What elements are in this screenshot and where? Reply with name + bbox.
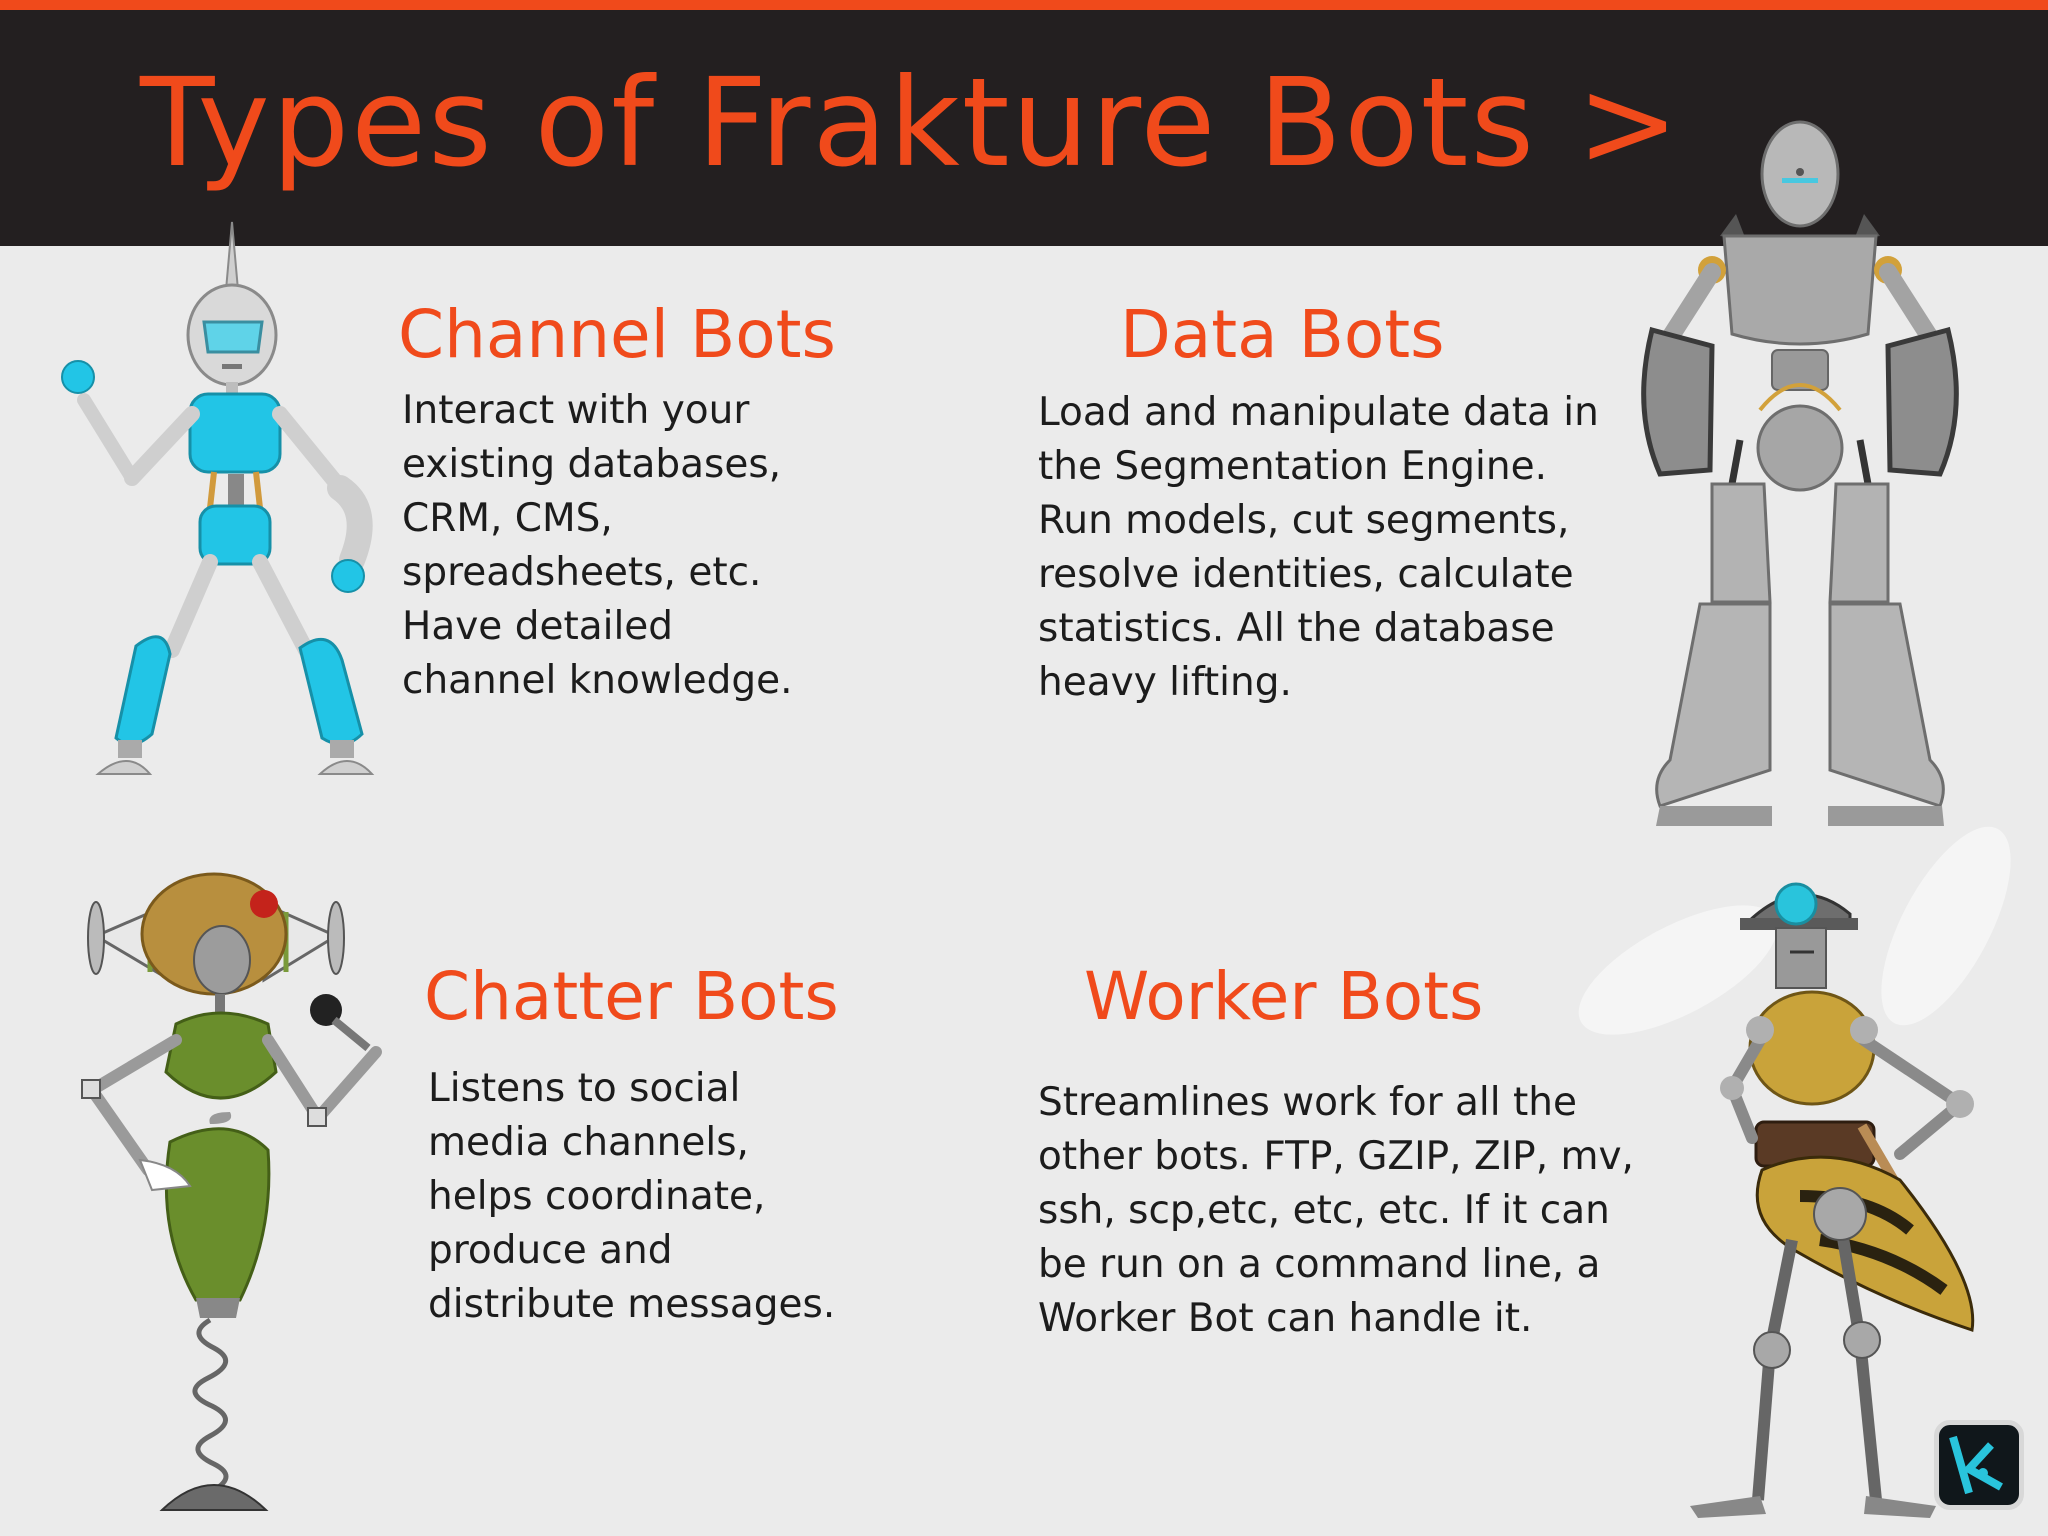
description-line: distribute messages. — [428, 1282, 836, 1327]
chatter-bots-description: Listens to social media channels, helps … — [428, 1062, 835, 1332]
chatter-bot-robot-icon — [81, 872, 382, 1511]
description-line: statistics. All the database — [1038, 606, 1555, 651]
description-line: Run models, cut segments, — [1038, 498, 1570, 543]
description-line: existing databases, — [402, 442, 782, 487]
description-line: Listens to social — [428, 1066, 741, 1111]
header-band — [0, 10, 2048, 246]
channel-bots-description: Interact with your existing databases, C… — [402, 384, 793, 708]
channel-bot-robot-icon — [61, 221, 375, 775]
description-line: Worker Bot can handle it. — [1038, 1296, 1533, 1341]
description-line: media channels, — [428, 1120, 749, 1165]
data-bots-title: Data Bots — [1120, 296, 1445, 373]
chatter-bots-title: Chatter Bots — [424, 958, 839, 1035]
description-line: the Segmentation Engine. — [1038, 444, 1547, 489]
data-bot-robot-icon — [1641, 120, 1959, 826]
description-line: heavy lifting. — [1038, 660, 1292, 705]
description-line: Streamlines work for all the — [1038, 1080, 1577, 1125]
worker-bot-robot-icon — [1578, 826, 2011, 1518]
description-line: Have detailed — [402, 604, 674, 649]
logo-mark — [1949, 1435, 2003, 1495]
description-line: be run on a command line, a — [1038, 1242, 1601, 1287]
description-line: resolve identities, calculate — [1038, 552, 1574, 597]
description-line: Interact with your — [402, 388, 750, 433]
frakture-logo-icon — [1934, 1420, 2024, 1510]
description-line: produce and — [428, 1228, 673, 1273]
page-title: Types of Frakture Bots > — [140, 52, 1682, 194]
description-line: Load and manipulate data in — [1038, 390, 1599, 435]
description-line: other bots. FTP, GZIP, ZIP, mv, — [1038, 1134, 1634, 1179]
data-bots-description: Load and manipulate data in the Segmenta… — [1038, 386, 1599, 710]
description-line: helps coordinate, — [428, 1174, 766, 1219]
description-line: ssh, scp,etc, etc, etc. If it can — [1038, 1188, 1610, 1233]
description-line: spreadsheets, etc. — [402, 550, 762, 595]
channel-bots-title: Channel Bots — [398, 296, 836, 373]
worker-bots-description: Streamlines work for all the other bots.… — [1038, 1076, 1634, 1346]
worker-bots-title: Worker Bots — [1084, 958, 1484, 1035]
description-line: CRM, CMS, — [402, 496, 613, 541]
accent-bar — [0, 0, 2048, 10]
description-line: channel knowledge. — [402, 658, 793, 703]
